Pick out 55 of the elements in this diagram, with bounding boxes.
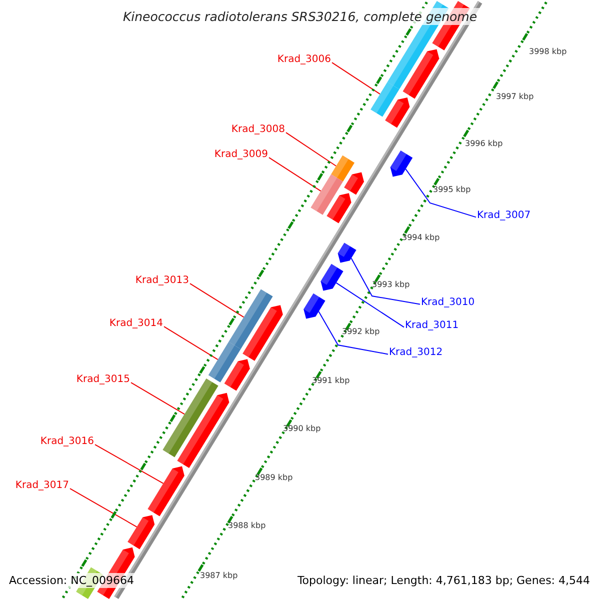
gene-label: Krad_3012 xyxy=(389,347,443,359)
gene-label: Krad_3013 xyxy=(135,275,189,287)
leader-line xyxy=(286,132,337,166)
leader-line xyxy=(268,157,322,192)
gene-label: Krad_3017 xyxy=(15,480,69,492)
gene-block xyxy=(128,515,155,550)
gene-label: Krad_3008 xyxy=(231,124,285,136)
gene-block xyxy=(304,293,326,319)
scale-label: 3994 kbp xyxy=(402,233,440,243)
leader-line xyxy=(318,311,388,355)
scale-label: 3988 kbp xyxy=(228,521,266,531)
gene-block xyxy=(320,264,344,291)
scale-label: 3993 kbp xyxy=(372,280,410,290)
leader-line xyxy=(94,444,164,484)
leader-line xyxy=(332,62,380,95)
gene-label: Krad_3007 xyxy=(477,210,531,222)
gene-label: Krad_3010 xyxy=(421,297,475,309)
leader-line xyxy=(350,258,420,305)
gene-block xyxy=(224,359,250,391)
leader-line xyxy=(130,382,185,415)
gene-label: Krad_3015 xyxy=(76,374,130,386)
gene-block xyxy=(148,466,184,516)
category-bar xyxy=(370,82,400,117)
gene-label: Krad_3011 xyxy=(405,320,459,332)
scale-label: 3996 kbp xyxy=(465,139,503,149)
scale-label: 3995 kbp xyxy=(433,185,471,195)
scale-label: 3998 kbp xyxy=(529,47,567,57)
category-bar xyxy=(310,174,343,215)
scale-label: 3989 kbp xyxy=(255,473,293,483)
category-bar xyxy=(331,155,354,182)
gene-block xyxy=(402,49,440,99)
leader-line xyxy=(70,488,138,528)
scale-label: 3997 kbp xyxy=(496,92,534,102)
gene-block xyxy=(338,242,356,263)
scale-label: 3990 kbp xyxy=(283,424,321,434)
gene-block xyxy=(242,305,283,361)
scale-label: 3992 kbp xyxy=(342,327,380,337)
gene-label: Krad_3014 xyxy=(109,318,163,330)
scale-label: 3987 kbp xyxy=(200,571,238,581)
gene-block xyxy=(326,193,352,224)
gene-label: Krad_3006 xyxy=(277,54,331,66)
gene-label: Krad_3016 xyxy=(40,436,94,448)
category-bar xyxy=(162,378,218,458)
gene-block xyxy=(390,150,413,177)
gene-block xyxy=(177,392,230,468)
leader-line xyxy=(190,283,244,318)
leader-line xyxy=(336,282,404,328)
gene-block xyxy=(344,172,364,195)
category-bar xyxy=(228,289,273,350)
leader-line xyxy=(164,326,218,360)
gene-block xyxy=(385,98,410,128)
category-bar xyxy=(208,342,241,382)
scale-label: 3991 kbp xyxy=(312,376,350,386)
gene-label: Krad_3009 xyxy=(214,149,268,161)
leader-line xyxy=(405,168,476,218)
